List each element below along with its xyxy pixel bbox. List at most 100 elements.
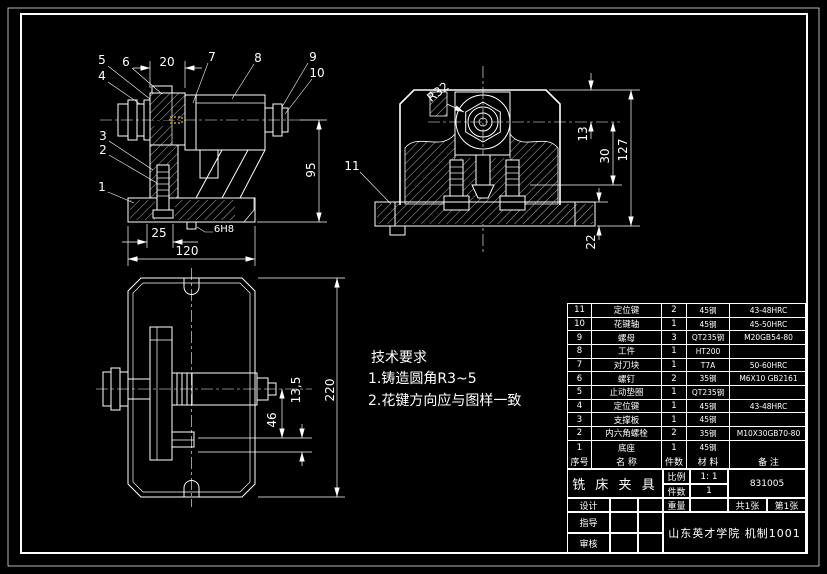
cell-remark	[730, 413, 807, 428]
balloon-5: 5	[98, 53, 106, 67]
title-block-product: 铣 床 夹 具	[567, 469, 663, 498]
cell-remark	[730, 441, 807, 455]
cell-name: 花键轴	[592, 317, 662, 332]
cell-name: 定位键	[592, 304, 662, 318]
cell-no: 8	[568, 345, 592, 359]
cell-qty: 2	[662, 372, 687, 387]
cell-no: 7	[568, 358, 592, 373]
cell-no: 3	[568, 413, 592, 428]
cell-qty: 1	[662, 358, 687, 373]
header-remark: 备 注	[758, 457, 779, 468]
cell-qty: 1	[662, 440, 687, 455]
sheets-total: 共1张	[728, 498, 767, 512]
dim-95: 95	[304, 162, 318, 178]
cell-remark	[730, 345, 807, 359]
designer-name-cell	[610, 498, 638, 512]
front-view	[100, 61, 327, 266]
balloon-10: 10	[309, 66, 325, 80]
cell-qty: 1	[662, 399, 687, 414]
dim-25: 25	[151, 226, 167, 240]
tech-requirements-title: 技术要求	[371, 350, 427, 366]
cell-name: 对刀块	[592, 358, 662, 373]
balloon-9: 9	[309, 50, 317, 64]
cell-material: QT235钢	[687, 331, 730, 346]
cell-no: 9	[568, 331, 592, 346]
scale-label: 比例	[663, 469, 690, 484]
sheet-number: 第1张	[767, 498, 806, 512]
qty-value: 1	[690, 484, 728, 498]
table-row: 10 花键轴 1 45钢 45-50HRC	[568, 317, 807, 332]
table-row: 2 内六角螺栓 2 35钢 M10X30GB70-80	[568, 427, 807, 441]
tech-requirement-1: 1.铸造圆角R3~5	[368, 371, 477, 387]
cell-material: 45钢	[687, 317, 730, 332]
balloon-2: 2	[99, 143, 107, 157]
checker-label: 审核	[567, 533, 610, 553]
table-row: 11 定位键 2 45钢 43-48HRC	[568, 304, 807, 318]
dim-22: 22	[584, 234, 598, 250]
cell-material: 45钢	[687, 440, 730, 455]
table-row: 6 螺钉 2 35钢 M6X10 GB2161	[568, 372, 807, 387]
header-name: 名 称	[592, 454, 662, 469]
balloon-3: 3	[99, 129, 107, 143]
cell-no: 10	[568, 317, 592, 332]
header-qty: 件数	[662, 454, 687, 469]
table-row: 5 止动垫圈 1 QT235钢	[568, 386, 807, 400]
dim-127: 127	[616, 138, 630, 162]
cell-qty: 1	[662, 413, 687, 428]
cell-qty: 3	[662, 331, 687, 346]
table-header-row: 序号 名 称 件数 材 料 备 注	[568, 454, 805, 469]
cell-name: 螺钉	[592, 372, 662, 387]
cell-material: 35钢	[687, 427, 730, 441]
advisor-date-cell	[638, 512, 663, 533]
checker-date-cell	[638, 533, 663, 553]
table-row: 1 底座 1 45钢	[568, 440, 807, 455]
weight-label: 重量	[663, 498, 690, 512]
cell-qty: 2	[662, 427, 687, 441]
balloon-8: 8	[254, 51, 262, 65]
table-row: 9 螺母 3 QT235钢 M20GB54-80	[568, 331, 807, 346]
dim-46: 46	[265, 412, 279, 428]
designer-date-cell	[638, 498, 663, 512]
cell-material: 45钢	[687, 304, 730, 318]
cell-no: 11	[568, 304, 592, 318]
cell-remark: M20GB54-80	[730, 331, 807, 346]
cell-remark: 45-50HRC	[730, 318, 807, 332]
cell-qty: 1	[662, 317, 687, 332]
balloon-6: 6	[122, 55, 130, 69]
weight-value-cell	[690, 498, 728, 512]
dim-13: 13	[576, 126, 590, 142]
table-row: 7 对刀块 1 T7A 50-60HRC	[568, 358, 807, 373]
cell-remark: M6X10 GB2161	[730, 372, 807, 387]
note-6h8: 6H8	[213, 224, 235, 235]
dim-20: 20	[159, 55, 175, 69]
cell-remark: 50-60HRC	[730, 359, 807, 373]
cell-no: 6	[568, 372, 592, 387]
advisor-name-cell	[610, 512, 638, 533]
cell-remark: 43-48HRC	[730, 304, 807, 318]
selection-grip	[169, 116, 183, 124]
organization: 山东英才学院 机制1001	[663, 512, 806, 553]
outer-border	[7, 7, 820, 567]
cell-qty: 1	[662, 386, 687, 400]
cell-material: HT200	[687, 345, 730, 359]
cell-material: T7A	[687, 358, 730, 373]
dim-30: 30	[598, 148, 612, 164]
cell-qty: 1	[662, 345, 687, 359]
cell-material: 45钢	[687, 413, 730, 428]
cell-no: 2	[568, 427, 592, 441]
cell-name: 工件	[592, 345, 662, 359]
dim-120: 120	[175, 244, 199, 258]
cell-name: 底座	[592, 440, 662, 455]
cell-name: 定位键	[592, 399, 662, 414]
balloon-1: 1	[98, 180, 106, 194]
cell-no: 1	[568, 440, 592, 455]
header-no: 序号	[568, 454, 592, 469]
parts-list-table: 11 定位键 2 45钢 43-48HRC 10 花键轴 1 45钢 45-50…	[567, 303, 807, 469]
balloon-7: 7	[208, 50, 216, 64]
cell-remark: M10X30GB70-80	[730, 427, 807, 441]
cell-name: 螺母	[592, 331, 662, 346]
cell-qty: 2	[662, 304, 687, 318]
cell-no: 4	[568, 399, 592, 414]
cell-name: 止动垫圈	[592, 386, 662, 400]
